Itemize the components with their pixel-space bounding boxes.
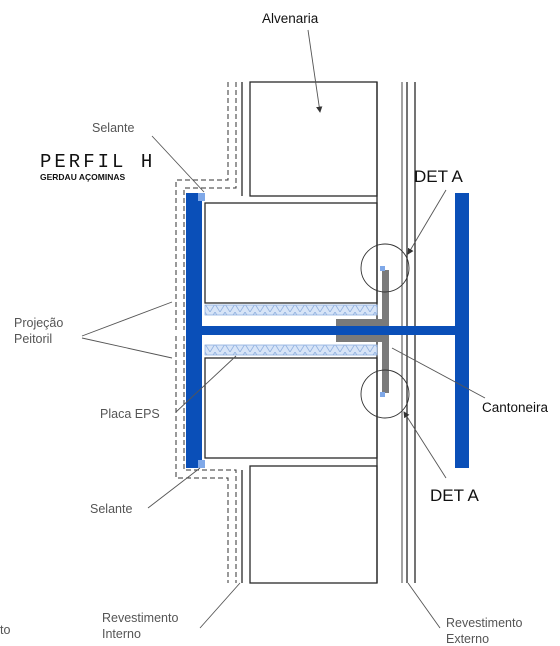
selante-top-mark bbox=[198, 193, 205, 201]
perfil-h-steel bbox=[186, 193, 469, 468]
label-selante-bottom: Selante bbox=[90, 502, 132, 516]
leader-selante-bottom bbox=[147, 467, 201, 509]
lower-masonry-block bbox=[249, 465, 378, 584]
leader-det-a-bottom bbox=[403, 411, 447, 479]
cantoneira-bottom-leg-horizontal bbox=[336, 335, 389, 342]
cantoneira-top-leg-horizontal bbox=[336, 319, 389, 326]
label-revestimento-externo-2: Externo bbox=[446, 632, 489, 646]
label-det-a-top: DET A bbox=[414, 167, 463, 186]
det-a-circle-top bbox=[360, 243, 410, 293]
perfil-h-left-flange bbox=[186, 193, 202, 468]
eps-plate-bottom bbox=[204, 344, 378, 356]
leader-alvenaria bbox=[307, 29, 323, 113]
upper-middle-block bbox=[204, 202, 378, 304]
fixing-point-bottom bbox=[380, 392, 385, 397]
perfil-h-web bbox=[202, 326, 455, 335]
upper-masonry-block bbox=[249, 81, 378, 197]
label-cropped-fragment: to bbox=[0, 623, 10, 637]
label-peitoril: Peitoril bbox=[14, 332, 52, 346]
selante-bottom-mark bbox=[198, 460, 205, 468]
label-gerdau: GERDAU AÇOMINAS bbox=[40, 172, 125, 182]
det-a-circle-bottom bbox=[360, 369, 410, 419]
leader-revest-externo bbox=[407, 582, 441, 629]
perfil-h-right-flange bbox=[455, 193, 469, 468]
leader-projecao-lower bbox=[81, 337, 173, 359]
leader-selante-top bbox=[151, 135, 205, 193]
eps-plate-top bbox=[204, 304, 378, 316]
label-revestimento-externo-1: Revestimento bbox=[446, 616, 522, 630]
cantoneira-angles bbox=[336, 270, 389, 393]
leader-det-a-top bbox=[407, 189, 447, 255]
label-revestimento-interno-2: Interno bbox=[102, 627, 141, 641]
label-det-a-bottom: DET A bbox=[430, 486, 479, 505]
leader-projecao-upper bbox=[81, 301, 173, 337]
cantoneira-top-leg-vertical bbox=[382, 270, 389, 326]
leader-lines bbox=[81, 29, 486, 629]
label-projecao: Projeção bbox=[14, 316, 63, 330]
label-revestimento-interno-1: Revestimento bbox=[102, 611, 178, 625]
label-perfil-h: PERFIL H bbox=[40, 151, 155, 173]
label-placa-eps: Placa EPS bbox=[100, 407, 160, 421]
label-cantoneira: Cantoneira bbox=[482, 400, 549, 415]
leader-revest-interno bbox=[199, 582, 241, 629]
fixing-point-top bbox=[380, 266, 385, 271]
cantoneira-bottom-leg-vertical bbox=[382, 335, 389, 393]
label-alvenaria: Alvenaria bbox=[262, 11, 319, 26]
leader-placa-eps bbox=[175, 355, 237, 413]
projection-dashed-outline bbox=[175, 82, 237, 583]
lower-middle-block bbox=[204, 357, 378, 459]
label-selante-top: Selante bbox=[92, 121, 134, 135]
leader-cantoneira bbox=[391, 347, 486, 399]
